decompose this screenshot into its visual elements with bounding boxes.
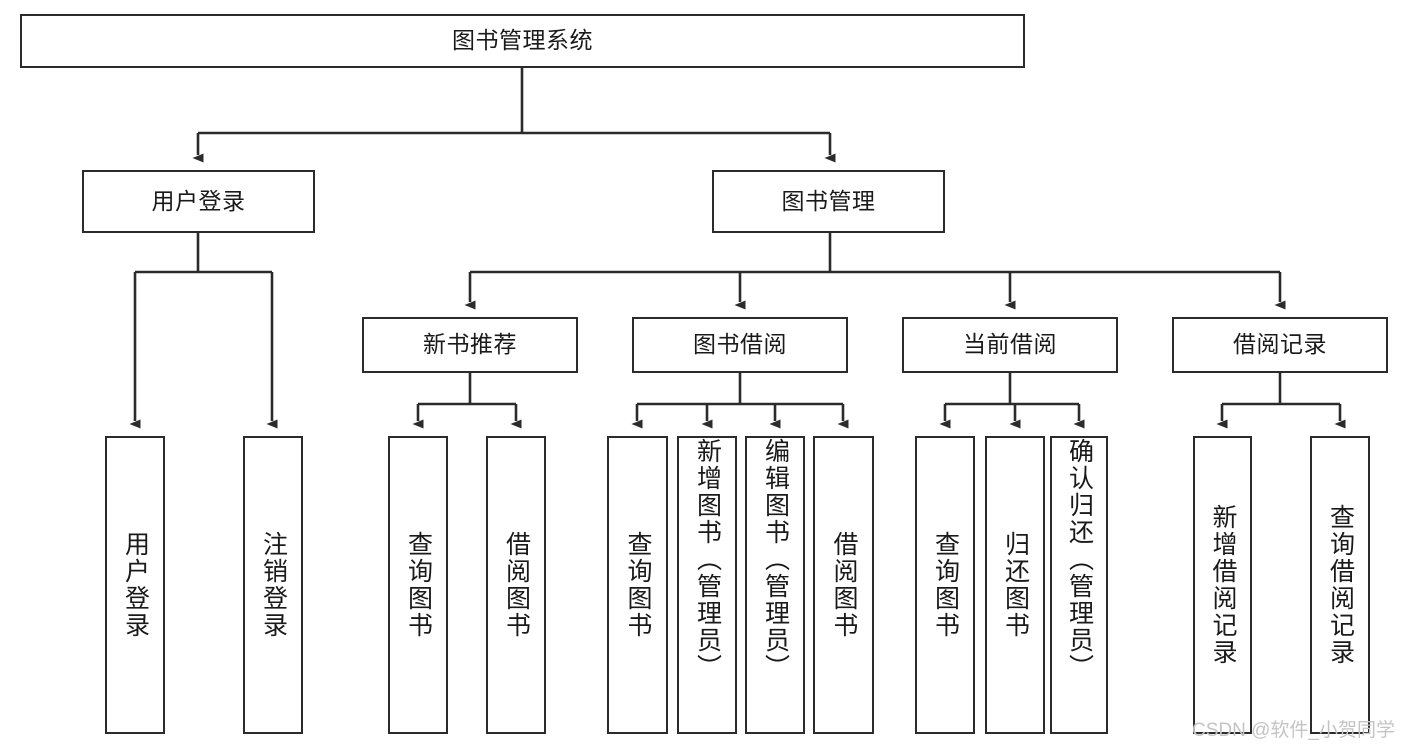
node-book-borrow[interactable]: 图书借阅 <box>632 317 848 373</box>
node-new-book-rec[interactable]: 新书推荐 <box>362 317 578 373</box>
node-leaf-user-login[interactable]: 用户登录 <box>105 436 165 734</box>
node-leaf-borrow-book-1[interactable]: 借阅图书 <box>486 436 546 734</box>
node-leaf-logout[interactable]: 注销登录 <box>243 436 303 734</box>
node-leaf-confirm-return[interactable]: 确认归还（管理员） <box>1050 436 1108 734</box>
node-leaf-query-record[interactable]: 查询借阅记录 <box>1310 436 1370 734</box>
node-leaf-borrow-book-1-label: 借阅图书 <box>502 531 531 639</box>
node-current-borrow-label: 当前借阅 <box>963 331 1057 358</box>
node-user-login[interactable]: 用户登录 <box>82 170 315 233</box>
node-leaf-borrow-book-2[interactable]: 借阅图书 <box>813 436 874 734</box>
node-leaf-query-book-2[interactable]: 查询图书 <box>607 436 668 734</box>
node-leaf-confirm-return-label: 确认归还（管理员） <box>1065 438 1094 681</box>
node-leaf-query-book-2-label: 查询图书 <box>624 531 652 639</box>
node-leaf-query-book-1-label: 查询图书 <box>404 531 433 639</box>
node-leaf-add-record-label: 新增借阅记录 <box>1209 504 1237 666</box>
node-user-login-label: 用户登录 <box>151 187 246 214</box>
node-root[interactable]: 图书管理系统 <box>20 14 1025 68</box>
node-leaf-add-record[interactable]: 新增借阅记录 <box>1193 436 1252 734</box>
node-borrow-record[interactable]: 借阅记录 <box>1172 317 1388 373</box>
node-root-label: 图书管理系统 <box>452 27 593 54</box>
node-leaf-query-book-3-label: 查询图书 <box>931 531 960 639</box>
node-book-borrow-label: 图书借阅 <box>693 331 787 358</box>
node-leaf-add-book[interactable]: 新增图书（管理员） <box>677 436 737 734</box>
node-leaf-return-book[interactable]: 归还图书 <box>985 436 1045 734</box>
node-leaf-edit-book-label: 编辑图书（管理员） <box>761 438 790 681</box>
node-book-manage[interactable]: 图书管理 <box>712 170 945 233</box>
node-leaf-borrow-book-2-label: 借阅图书 <box>830 531 858 639</box>
node-leaf-edit-book[interactable]: 编辑图书（管理员） <box>745 436 805 734</box>
node-leaf-return-book-label: 归还图书 <box>1001 531 1030 639</box>
node-new-book-rec-label: 新书推荐 <box>423 331 517 358</box>
node-leaf-query-book-3[interactable]: 查询图书 <box>915 436 975 734</box>
node-borrow-record-label: 借阅记录 <box>1233 331 1327 358</box>
watermark: CSDN @软件_小贺同学 <box>1192 720 1395 741</box>
node-leaf-logout-label: 注销登录 <box>259 531 288 639</box>
node-leaf-user-login-label: 用户登录 <box>121 531 150 639</box>
node-book-manage-label: 图书管理 <box>781 187 876 214</box>
node-leaf-query-record-label: 查询借阅记录 <box>1326 504 1355 666</box>
node-leaf-add-book-label: 新增图书（管理员） <box>693 438 722 681</box>
node-current-borrow[interactable]: 当前借阅 <box>902 317 1118 373</box>
node-leaf-query-book-1[interactable]: 查询图书 <box>388 436 448 734</box>
